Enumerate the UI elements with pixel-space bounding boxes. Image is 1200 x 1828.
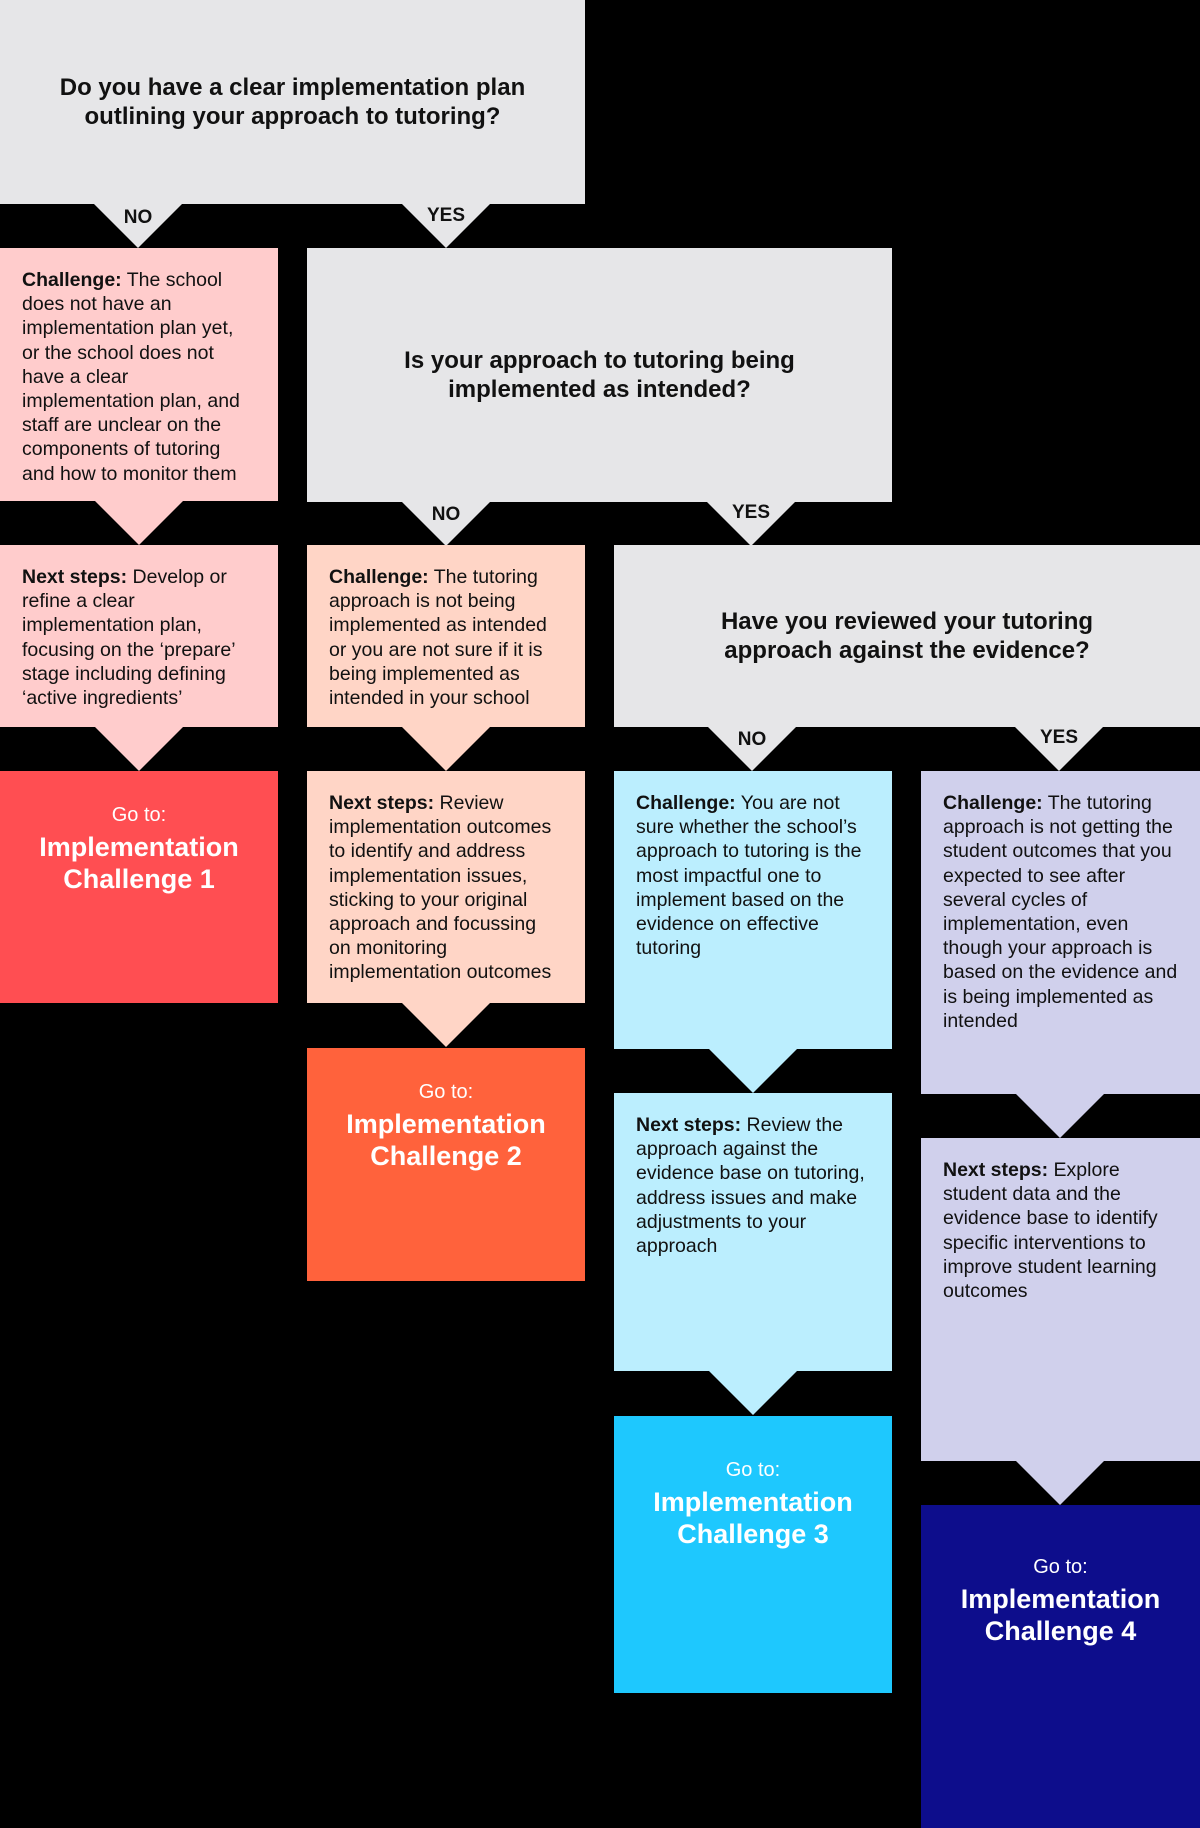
arrow-down-icon bbox=[1014, 726, 1104, 771]
challenge-label: Challenge: bbox=[636, 792, 736, 814]
arrow-down-icon bbox=[1015, 1093, 1105, 1138]
label-no: NO bbox=[737, 729, 767, 750]
goto-challenge-1[interactable]: Go to: Implementation Challenge 1 bbox=[0, 771, 278, 1003]
next-steps-label: Next steps: bbox=[22, 566, 128, 588]
arrow-down-icon bbox=[94, 726, 184, 771]
next-steps-box-2: Next steps: Review implementation outcom… bbox=[307, 771, 585, 1003]
goto-target: Implementation Challenge 4 bbox=[960, 1584, 1161, 1646]
challenge-box-3: Challenge: You are not sure whether the … bbox=[614, 771, 892, 1049]
challenge-text: The school does not have an implementati… bbox=[22, 269, 240, 485]
next-steps-box-1: Next steps: Develop or refine a clear im… bbox=[0, 545, 278, 727]
question-implementation-plan: Do you have a clear implementation plan … bbox=[0, 0, 585, 204]
next-steps-box-3: Next steps: Review the approach against … bbox=[614, 1093, 892, 1371]
challenge-text: The tutoring approach is not being imple… bbox=[329, 566, 547, 710]
goto-label: Go to: bbox=[111, 804, 167, 826]
goto-challenge-2[interactable]: Go to: Implementation Challenge 2 bbox=[307, 1048, 585, 1281]
arrow-down-icon bbox=[401, 501, 491, 546]
next-steps-box-4: Next steps: Explore student data and the… bbox=[921, 1138, 1200, 1461]
challenge-text: You are not sure whether the school’s ap… bbox=[636, 792, 862, 960]
challenge-label: Challenge: bbox=[943, 792, 1043, 814]
goto-challenge-3[interactable]: Go to: Implementation Challenge 3 bbox=[614, 1416, 892, 1693]
label-yes: YES bbox=[731, 502, 771, 523]
label-no: NO bbox=[431, 504, 461, 525]
arrow-down-icon bbox=[401, 1002, 491, 1047]
challenge-text: The tutoring approach is not getting the… bbox=[943, 792, 1178, 1032]
goto-target: Implementation Challenge 1 bbox=[39, 832, 239, 894]
next-steps-label: Next steps: bbox=[943, 1159, 1049, 1181]
question-line: Have you reviewed your tutoring bbox=[720, 608, 1094, 635]
goto-challenge-4[interactable]: Go to: Implementation Challenge 4 bbox=[921, 1505, 1200, 1828]
question-line: Is your approach to tutoring being bbox=[404, 347, 795, 374]
goto-label: Go to: bbox=[725, 1459, 781, 1481]
arrow-down-icon bbox=[706, 501, 796, 546]
question-implemented-as-intended: Is your approach to tutoring being imple… bbox=[307, 248, 892, 502]
next-steps-label: Next steps: bbox=[636, 1114, 742, 1136]
next-steps-text: Review implementation outcomes to identi… bbox=[329, 792, 552, 984]
goto-label: Go to: bbox=[418, 1081, 474, 1103]
challenge-box-4: Challenge: The tutoring approach is not … bbox=[921, 771, 1200, 1094]
arrow-down-icon bbox=[708, 1370, 798, 1415]
challenge-box-1: Challenge: The school does not have an i… bbox=[0, 248, 278, 501]
arrow-down-icon bbox=[707, 726, 797, 771]
question-reviewed-against-evidence: Have you reviewed your tutoring approach… bbox=[614, 545, 1200, 727]
goto-target: Implementation Challenge 2 bbox=[346, 1109, 546, 1171]
label-yes: YES bbox=[426, 205, 466, 226]
label-yes: YES bbox=[1039, 727, 1079, 748]
arrow-down-icon bbox=[94, 500, 184, 545]
challenge-box-2: Challenge: The tutoring approach is not … bbox=[307, 545, 585, 727]
challenge-label: Challenge: bbox=[329, 566, 429, 588]
arrow-down-icon bbox=[93, 203, 183, 248]
next-steps-text: Develop or refine a clear implementation… bbox=[22, 566, 235, 710]
next-steps-text: Review the approach against the evidence… bbox=[636, 1114, 865, 1258]
arrow-down-icon bbox=[401, 726, 491, 771]
arrow-down-icon bbox=[708, 1048, 798, 1093]
question-line: outlining your approach to tutoring? bbox=[84, 103, 501, 130]
arrow-down-icon bbox=[1015, 1460, 1105, 1505]
challenge-label: Challenge: bbox=[22, 269, 122, 291]
next-steps-label: Next steps: bbox=[329, 792, 435, 814]
arrow-down-icon bbox=[401, 203, 491, 248]
next-steps-text: Explore student data and the evidence ba… bbox=[943, 1159, 1158, 1303]
question-line: approach against the evidence? bbox=[724, 637, 1090, 664]
question-line: Do you have a clear implementation plan bbox=[59, 74, 526, 101]
question-line: implemented as intended? bbox=[448, 376, 751, 403]
label-no: NO bbox=[123, 207, 153, 228]
goto-target: Implementation Challenge 3 bbox=[653, 1487, 853, 1549]
goto-label: Go to: bbox=[1033, 1556, 1088, 1578]
